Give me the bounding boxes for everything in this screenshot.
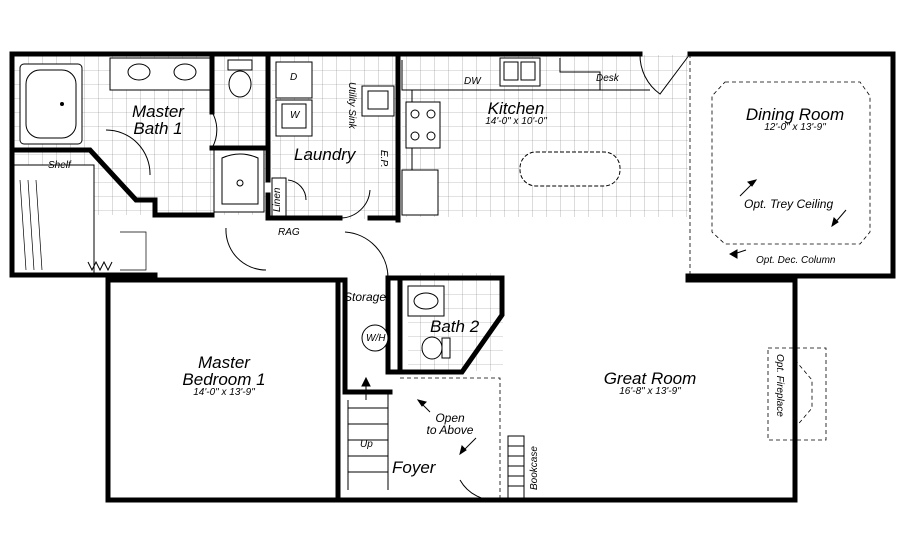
water-heater-label: W/H <box>366 333 386 344</box>
opt-trey-ceiling-label: Opt. Trey Ceiling <box>744 197 834 211</box>
great-room-name: Great Room <box>603 369 697 388</box>
open-line2: to Above <box>426 423 474 437</box>
master-bath-label: Master Bath 1 <box>128 103 188 137</box>
dryer-label: D <box>290 72 298 83</box>
master-bedroom-line1: Master <box>198 353 250 372</box>
dining-room-dimensions: 12'-0" x 13'-9" <box>764 122 826 133</box>
kitchen-label: Kitchen 14'-0" x 10'-0" <box>476 100 556 127</box>
fixtures <box>13 57 650 499</box>
foyer-label: Foyer <box>392 458 436 477</box>
master-bath-line2: Bath 1 <box>133 119 183 138</box>
master-bedroom-dimensions: 14'-0" x 13'-9" <box>193 387 255 398</box>
desk-label: Desk <box>596 73 619 84</box>
utility-sink-label: Utility Sink <box>346 82 357 129</box>
great-room-label: Great Room 16'-8" x 13'-9" <box>600 370 700 397</box>
dw-label: DW <box>464 76 481 87</box>
shelf-label: Shelf <box>48 160 71 171</box>
washer-label: W <box>290 110 300 121</box>
ep-label: E.P. <box>378 150 389 168</box>
kitchen-dimensions: 14'-0" x 10'-0" <box>485 116 547 127</box>
laundry-label: Laundry <box>294 145 356 164</box>
master-bedroom-line2: Bedroom 1 <box>182 370 266 389</box>
master-bath-line1: Master <box>132 102 184 121</box>
storage-label: Storage <box>344 290 387 304</box>
optional-features <box>400 54 871 500</box>
bath2-label: Bath 2 <box>430 317 480 336</box>
open-to-above-label: Open to Above <box>420 412 480 436</box>
rag-label: RAG <box>278 227 300 238</box>
linen-label: Linen <box>272 187 283 212</box>
great-room-dimensions: 16'-8" x 13'-9" <box>619 386 681 397</box>
bookcase-label: Bookcase <box>529 446 540 490</box>
master-bedroom-label: Master Bedroom 1 14'-0" x 13'-9" <box>174 354 274 398</box>
open-line1: Open <box>435 411 465 425</box>
opt-dec-column-label: Opt. Dec. Column <box>756 255 836 266</box>
annotation-arrows <box>361 179 847 456</box>
opt-fireplace-label: Opt. Fireplace <box>774 354 785 417</box>
walls <box>9 51 896 503</box>
stairs-up-label: Up <box>360 439 373 450</box>
kitchen-name: Kitchen <box>487 99 545 118</box>
dining-room-name: Dining Room <box>745 105 845 124</box>
dining-room-label: Dining Room 12'-0" x 13'-9" <box>740 106 850 133</box>
door-swings <box>105 53 691 501</box>
